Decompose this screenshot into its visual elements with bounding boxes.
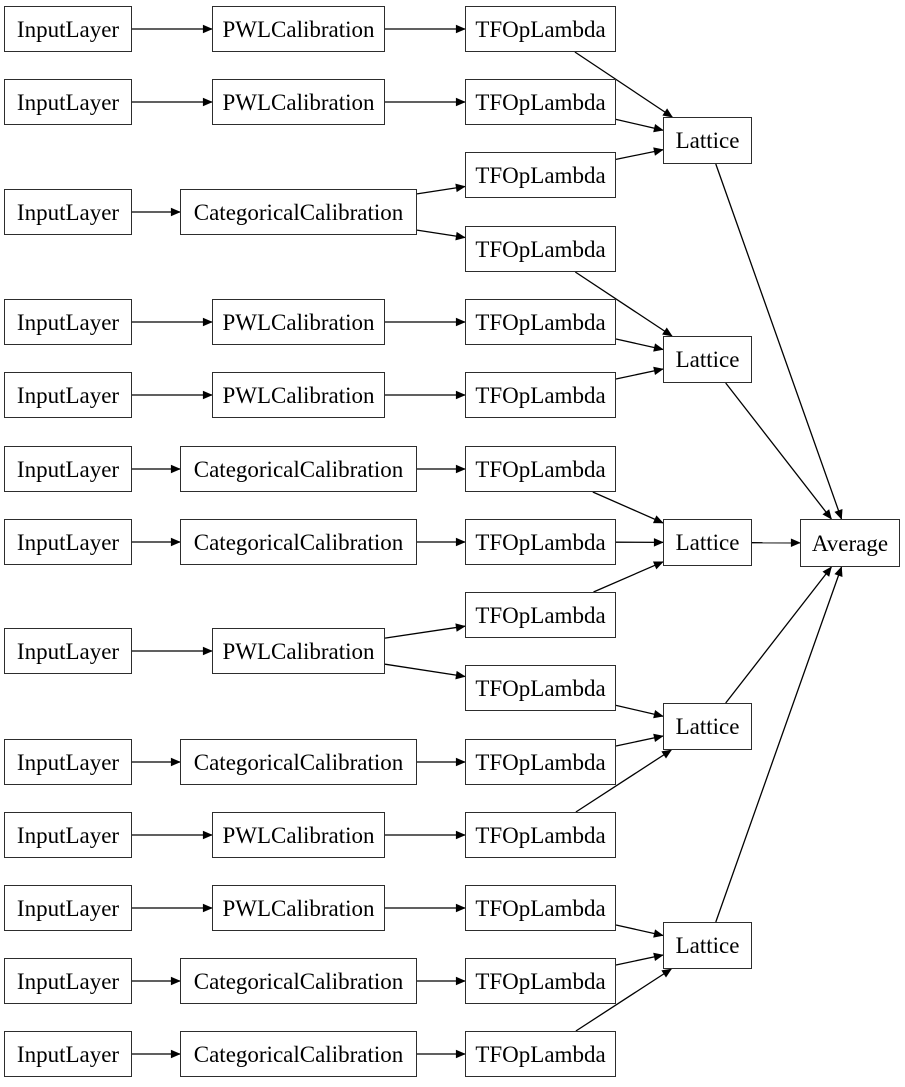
node-lattice-lat2: Lattice — [663, 336, 752, 383]
node-tfop-lambda-tfo15: TFOpLambda — [465, 1031, 616, 1077]
node-pwlcalibration-pwl5: PWLCalibration — [212, 628, 385, 674]
node-tfop-lambda-tfo8: TFOpLambda — [465, 519, 616, 565]
node-input-layer-il9: InputLayer — [4, 739, 132, 785]
edge-tfo6-lat2 — [615, 366, 664, 380]
node-lattice-lat4: Lattice — [663, 703, 752, 750]
node-input-layer-il7: InputLayer — [4, 519, 132, 565]
node-tfop-lambda-tfo4: TFOpLambda — [465, 226, 616, 272]
node-tfop-lambda-tfo10: TFOpLambda — [465, 665, 616, 711]
node-pwlcalibration-pwl2: PWLCalibration — [212, 79, 385, 125]
node-lattice-lat3: Lattice — [663, 519, 752, 566]
node-pwlcalibration-pwl3: PWLCalibration — [212, 299, 385, 345]
node-tfop-lambda-tfo1: TFOpLambda — [465, 6, 616, 52]
node-input-layer-il8: InputLayer — [4, 628, 132, 674]
node-input-layer-il12: InputLayer — [4, 958, 132, 1004]
node-pwlcalibration-pwl4: PWLCalibration — [212, 372, 385, 418]
edge-tfo2-lat1 — [615, 118, 664, 133]
node-input-layer-il13: InputLayer — [4, 1031, 132, 1077]
edge-pwl5-tfo10 — [384, 663, 466, 680]
node-tfop-lambda-tfo5: TFOpLambda — [465, 299, 616, 345]
node-tfop-lambda-tfo11: TFOpLambda — [465, 739, 616, 785]
node-tfop-lambda-tfo3: TFOpLambda — [465, 152, 616, 198]
node-pwlcalibration-pwl6: PWLCalibration — [212, 812, 385, 858]
edge-tfo9-lat3 — [593, 561, 664, 593]
edge-tfo3-lat1 — [615, 147, 664, 161]
node-tfop-lambda-tfo12: TFOpLambda — [465, 812, 616, 858]
node-categorical-calibration-cat5: CategoricalCalibration — [180, 958, 417, 1004]
edge-cat1-tfo4 — [416, 229, 466, 241]
node-categorical-calibration-cat2: CategoricalCalibration — [180, 446, 417, 492]
node-input-layer-il10: InputLayer — [4, 812, 132, 858]
node-tfop-lambda-tfo14: TFOpLambda — [465, 958, 616, 1004]
node-pwlcalibration-pwl7: PWLCalibration — [212, 885, 385, 931]
node-input-layer-il2: InputLayer — [4, 79, 132, 125]
node-input-layer-il6: InputLayer — [4, 446, 132, 492]
node-lattice-lat5: Lattice — [663, 922, 752, 969]
node-average-avg: Average — [800, 519, 900, 567]
edge-tfo5-lat2 — [615, 338, 664, 352]
edge-lat2-avg — [725, 382, 832, 520]
node-input-layer-il3: InputLayer — [4, 189, 132, 235]
node-categorical-calibration-cat6: CategoricalCalibration — [180, 1031, 417, 1077]
node-tfop-lambda-tfo2: TFOpLambda — [465, 79, 616, 125]
edge-tfo10-lat4 — [615, 704, 664, 719]
node-tfop-lambda-tfo9: TFOpLambda — [465, 592, 616, 638]
edge-lat4-avg — [725, 566, 832, 704]
node-input-layer-il5: InputLayer — [4, 372, 132, 418]
node-tfop-lambda-tfo13: TFOpLambda — [465, 885, 616, 931]
node-input-layer-il4: InputLayer — [4, 299, 132, 345]
node-categorical-calibration-cat3: CategoricalCalibration — [180, 519, 417, 565]
node-pwlcalibration-pwl1: PWLCalibration — [212, 6, 385, 52]
node-categorical-calibration-cat1: CategoricalCalibration — [180, 189, 417, 235]
node-categorical-calibration-cat4: CategoricalCalibration — [180, 739, 417, 785]
edge-cat1-tfo3 — [416, 183, 466, 195]
node-lattice-lat1: Lattice — [663, 117, 752, 164]
node-input-layer-il11: InputLayer — [4, 885, 132, 931]
edge-tfo14-lat5 — [615, 952, 664, 966]
node-tfop-lambda-tfo7: TFOpLambda — [465, 446, 616, 492]
edge-pwl5-tfo9 — [384, 623, 466, 639]
edge-tfo13-lat5 — [615, 924, 664, 938]
node-input-layer-il1: InputLayer — [4, 6, 132, 52]
node-tfop-lambda-tfo6: TFOpLambda — [465, 372, 616, 418]
edge-tfo11-lat4 — [615, 733, 664, 747]
